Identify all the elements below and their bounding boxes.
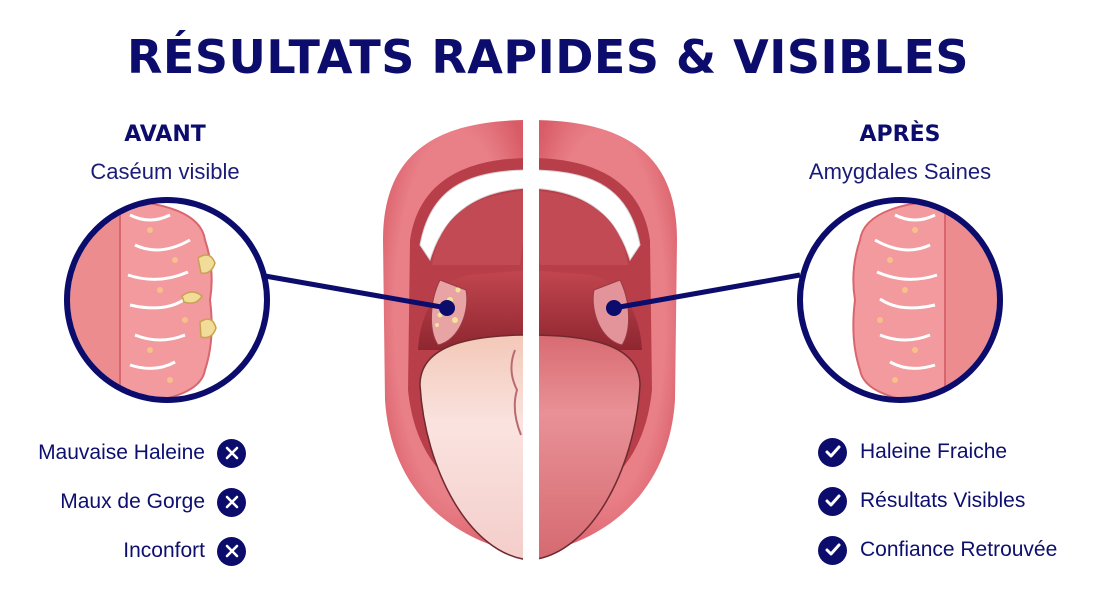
benefit-text: Confiance Retrouvée bbox=[860, 538, 1058, 561]
after-benefit-list: Haleine Fraiche Résultats Visibles Confi… bbox=[818, 436, 1057, 583]
before-header: AVANT Caséum visible bbox=[60, 122, 270, 185]
before-tonsil-magnified bbox=[64, 197, 270, 403]
list-item: Confiance Retrouvée bbox=[818, 534, 1057, 566]
check-circle-icon bbox=[818, 486, 847, 516]
after-subtitle: Amygdales Saines bbox=[808, 159, 992, 184]
list-item: Maux de Gorge bbox=[38, 486, 246, 518]
check-circle-icon bbox=[818, 535, 847, 565]
symptom-text: Mauvaise Haleine bbox=[38, 441, 205, 464]
before-label: AVANT bbox=[124, 122, 206, 147]
list-item: Résultats Visibles bbox=[818, 485, 1057, 517]
list-item: Mauvaise Haleine bbox=[38, 437, 246, 469]
before-subtitle: Caséum visible bbox=[90, 159, 240, 184]
x-circle-icon bbox=[217, 438, 246, 468]
before-symptom-list: Mauvaise Haleine Maux de Gorge Inconfort bbox=[38, 437, 246, 584]
symptom-text: Maux de Gorge bbox=[60, 490, 205, 513]
mouth bbox=[383, 120, 677, 560]
benefit-text: Haleine Fraiche bbox=[860, 440, 1008, 463]
page-title: RÉSULTATS RAPIDES & VISIBLES bbox=[127, 30, 969, 84]
connector-before bbox=[264, 273, 455, 316]
list-item: Inconfort bbox=[38, 535, 246, 567]
benefit-text: Résultats Visibles bbox=[860, 489, 1026, 512]
after-tonsil-magnified bbox=[797, 197, 1003, 403]
check-circle-icon bbox=[818, 437, 847, 467]
x-circle-icon bbox=[217, 487, 246, 517]
symptom-text: Inconfort bbox=[123, 539, 205, 562]
x-circle-icon bbox=[217, 536, 246, 566]
connector-after bbox=[606, 272, 801, 316]
list-item: Haleine Fraiche bbox=[818, 436, 1057, 468]
after-header: APRÈS Amygdales Saines bbox=[780, 122, 1020, 185]
after-label: APRÈS bbox=[859, 122, 941, 147]
